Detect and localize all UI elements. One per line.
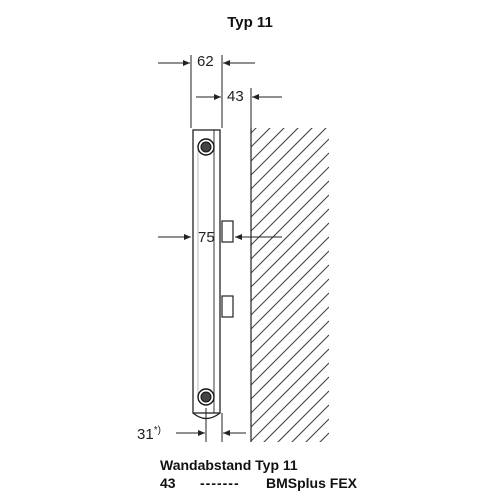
dimension-62-lines	[158, 55, 255, 128]
legend-dashes: -------	[200, 475, 240, 491]
hatch-line	[251, 334, 329, 414]
bottom-fitting	[197, 388, 215, 406]
hatch-line	[263, 376, 329, 442]
hatch-line	[251, 128, 327, 204]
upper-bracket	[221, 220, 234, 243]
hatch-line	[251, 128, 271, 148]
hatch-line	[251, 236, 329, 316]
dimension-31-value: 31	[137, 426, 154, 443]
dimension-43-lines	[196, 88, 282, 128]
hatch-line	[251, 128, 299, 176]
top-fitting	[197, 138, 215, 156]
diagram-title: Typ 11	[227, 14, 273, 31]
dimension-75-label: 75	[198, 229, 215, 246]
hatch-line	[251, 362, 329, 442]
hatch-line	[251, 128, 285, 162]
hatch-line	[291, 404, 329, 442]
hatch-line	[251, 264, 329, 344]
dimension-31-lines	[176, 408, 246, 442]
legend-product: BMSplus FEX	[266, 475, 358, 491]
legend-row: 43 ------- BMSplus FEX	[160, 475, 357, 491]
hatch-line	[305, 418, 329, 442]
hatch-line	[251, 180, 329, 260]
dimension-31-footnote-mark: *)	[153, 425, 161, 436]
dimension-31-label: 31*)	[137, 425, 161, 443]
wall-hatch	[251, 0, 329, 500]
hatch-line	[251, 41, 329, 119]
hatch-line	[251, 128, 257, 134]
hatch-line	[251, 250, 329, 330]
hatch-line	[251, 292, 329, 372]
hatch-line	[251, 128, 313, 190]
hatch-line	[251, 194, 329, 274]
hatch-line	[251, 166, 329, 246]
hatch-line	[251, 278, 329, 358]
legend-heading: Wandabstand Typ 11	[160, 457, 298, 473]
hatch-line	[251, 0, 329, 63]
hatch-line	[251, 306, 329, 386]
legend-value: 43	[160, 475, 176, 491]
hatch-line	[251, 222, 329, 302]
hatch-line	[251, 0, 329, 77]
hatch-line	[251, 138, 329, 218]
dimension-43-label: 43	[227, 88, 244, 105]
hatch-line	[251, 320, 329, 400]
hatch-line	[251, 447, 329, 500]
hatch-line	[251, 152, 329, 232]
hatch-line	[277, 390, 329, 442]
hatch-line	[251, 348, 329, 428]
radiator-body	[192, 129, 221, 420]
hatch-line	[251, 27, 329, 105]
dimension-62-label: 62	[197, 53, 214, 70]
hatch-line	[251, 208, 329, 288]
lower-bracket	[221, 295, 234, 318]
